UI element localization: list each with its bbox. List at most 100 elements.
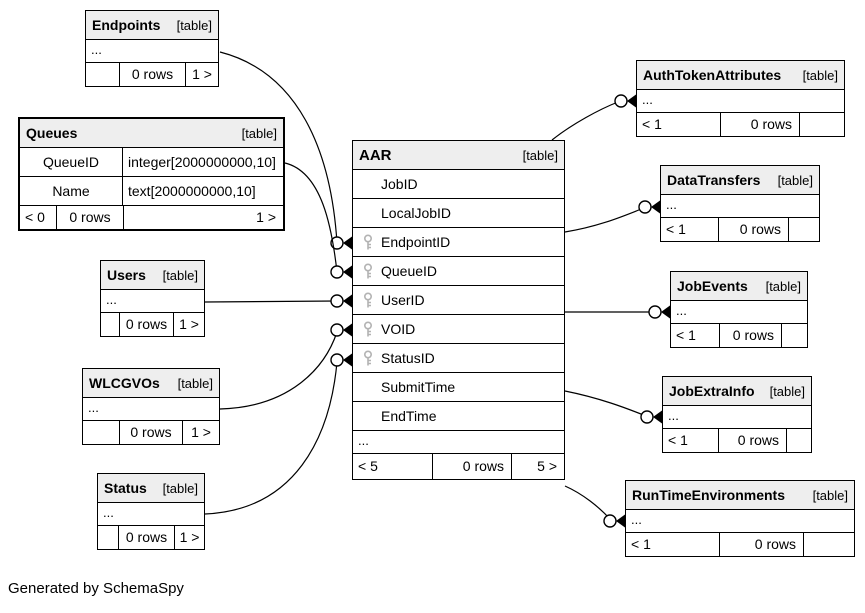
table-queues-header[interactable]: Queues [table]	[20, 119, 283, 148]
relation-aar-jobevents	[565, 305, 670, 319]
column-row-userid: UserID	[353, 286, 564, 315]
table-footer: 0 rows 1 >	[98, 526, 204, 549]
table-users-header[interactable]: Users [table]	[101, 261, 204, 290]
table-tag: [table]	[177, 375, 213, 391]
table-name: Endpoints	[92, 17, 161, 33]
table-footer: < 1 0 rows	[637, 113, 844, 136]
footer-parents-count: < 1	[676, 327, 696, 343]
columns-ellipsis: ...	[83, 398, 219, 421]
foreign-key-icon	[363, 292, 373, 308]
table-name: RunTimeEnvironments	[632, 487, 785, 503]
relation-aar-authtokenattributes	[551, 94, 636, 141]
table-name: Status	[104, 480, 147, 496]
table-footer: 0 rows 1 >	[86, 63, 218, 86]
footer-children-count: 5 >	[511, 454, 564, 479]
table-status-header[interactable]: Status [table]	[98, 474, 204, 503]
foreign-key-icon	[363, 234, 373, 250]
column-row-jobid: JobID	[353, 170, 564, 199]
footer-parents-count: < 1	[668, 432, 688, 448]
table-name: AuthTokenAttributes	[643, 67, 782, 83]
relation-aar-jobextrainfo	[564, 390, 662, 424]
column-name: QueueID	[20, 148, 123, 176]
table-name: WLCGVOs	[89, 375, 160, 391]
table-tag: [table]	[162, 480, 198, 496]
table-footer: < 1 0 rows	[626, 533, 854, 556]
relation-wlcgvos-aar	[219, 323, 352, 410]
table-datatransfers-header[interactable]: DataTransfers [table]	[661, 166, 819, 195]
table-tag: [table]	[241, 125, 277, 141]
column-row-queueid: QueueID	[353, 257, 564, 286]
relation-status-aar	[204, 353, 352, 515]
table-tag: [table]	[176, 17, 212, 33]
generated-by-note: Generated by SchemaSpy	[8, 580, 184, 597]
table-footer: 0 rows 1 >	[83, 421, 219, 444]
foreign-key-icon	[363, 263, 373, 279]
table-tag: [table]	[522, 147, 558, 163]
footer-children-count: 1 >	[174, 526, 204, 549]
columns-ellipsis: ...	[626, 510, 854, 533]
table-status: Status [table] ... 0 rows 1 >	[97, 473, 205, 550]
table-endpoints-header[interactable]: Endpoints [table]	[86, 11, 218, 40]
table-authtokenattributes-header[interactable]: AuthTokenAttributes [table]	[637, 61, 844, 90]
foreign-key-icon	[363, 321, 373, 337]
columns-ellipsis: ...	[663, 406, 811, 429]
footer-cell	[86, 63, 119, 86]
footer-children-count: 1 >	[173, 313, 204, 336]
footer-rows-count: 0 rows	[719, 533, 803, 556]
column-name: JobID	[381, 176, 418, 192]
table-aar-header[interactable]: AAR [table]	[353, 141, 564, 170]
column-row-void: VOID	[353, 315, 564, 344]
table-name: DataTransfers	[667, 172, 761, 188]
footer-rows-count: 0 rows	[432, 454, 511, 479]
footer-parents-count: < 0	[25, 209, 45, 225]
table-wlcgvos-header[interactable]: WLCGVOs [table]	[83, 369, 219, 398]
column-name: QueueID	[381, 263, 438, 279]
relation-aar-datatransfers	[564, 200, 660, 233]
column-row-queueid: QueueID integer[2000000000,10]	[20, 148, 283, 177]
footer-parents-count: < 1	[642, 116, 662, 132]
table-queues: Queues [table] QueueID integer[200000000…	[18, 117, 285, 231]
column-type: text[2000000000,10]	[128, 183, 256, 199]
table-jobextrainfo-header[interactable]: JobExtraInfo [table]	[663, 377, 811, 406]
column-name: EndpointID	[381, 234, 451, 250]
column-row-localjobid: LocalJobID	[353, 199, 564, 228]
table-footer: < 5 0 rows 5 >	[353, 454, 564, 479]
footer-cell	[788, 218, 819, 241]
footer-cell	[799, 113, 844, 136]
footer-rows-count: 0 rows	[119, 421, 182, 444]
column-name: UserID	[381, 292, 425, 308]
table-runtimeenvironments-header[interactable]: RunTimeEnvironments [table]	[626, 481, 854, 510]
footer-cell	[781, 324, 807, 347]
footer-rows-count: 0 rows	[119, 63, 185, 86]
table-footer: < 1 0 rows	[671, 324, 807, 347]
columns-ellipsis: ...	[98, 503, 204, 526]
table-name: AAR	[359, 146, 392, 164]
table-name: Users	[107, 267, 146, 283]
footer-rows-count: 0 rows	[720, 113, 799, 136]
footer-children-count: 1 >	[123, 206, 283, 229]
column-name: SubmitTime	[381, 379, 456, 395]
column-row-name: Name text[2000000000,10]	[20, 177, 283, 206]
footer-rows-count: 0 rows	[719, 324, 781, 347]
table-tag: [table]	[812, 487, 848, 503]
footer-rows-count: 0 rows	[718, 218, 788, 241]
column-type: integer[2000000000,10]	[128, 154, 276, 170]
column-name: EndTime	[381, 408, 437, 424]
columns-ellipsis: ...	[671, 301, 807, 324]
columns-ellipsis: ...	[637, 90, 844, 113]
relation-queues-aar	[284, 162, 352, 279]
table-users: Users [table] ... 0 rows 1 >	[100, 260, 205, 337]
footer-parents-count: < 5	[358, 458, 378, 474]
table-footer: 0 rows 1 >	[101, 313, 204, 336]
columns-ellipsis: ...	[353, 431, 564, 454]
footer-rows-count: 0 rows	[56, 206, 123, 229]
table-runtimeenvironments: RunTimeEnvironments [table] ... < 1 0 ro…	[625, 480, 855, 557]
foreign-key-icon	[363, 350, 373, 366]
table-name: JobEvents	[677, 278, 748, 294]
column-name: LocalJobID	[381, 205, 452, 221]
table-footer: < 1 0 rows	[663, 429, 811, 452]
column-name: VOID	[381, 321, 416, 337]
table-tag: [table]	[162, 267, 198, 283]
table-jobevents-header[interactable]: JobEvents [table]	[671, 272, 807, 301]
